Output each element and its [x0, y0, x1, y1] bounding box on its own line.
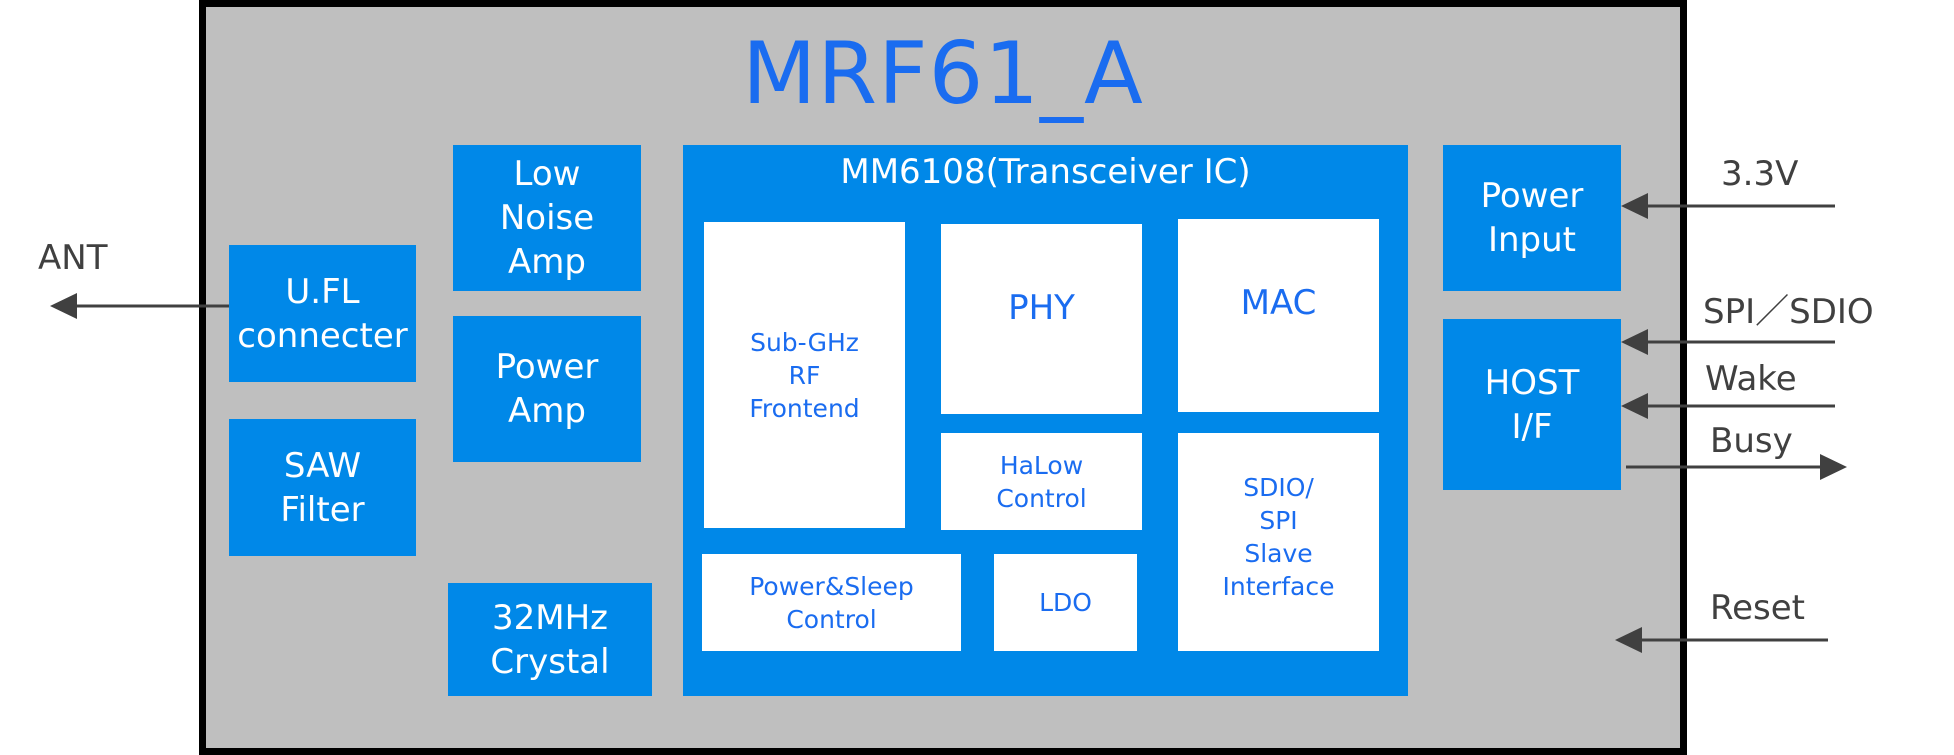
spi-sdio-arrow — [1621, 329, 1835, 355]
mac-block: MAC — [1178, 219, 1379, 412]
busy-label: Busy — [1710, 421, 1793, 461]
v33-arrow — [1621, 193, 1835, 219]
host-if-block: HOST I/F — [1443, 319, 1621, 490]
ant-label: ANT — [38, 238, 108, 278]
ldo-block: LDO — [994, 554, 1137, 651]
ant-arrow — [50, 293, 229, 319]
halow-control-block: HaLow Control — [941, 433, 1142, 530]
power-amp-block: Power Amp — [453, 316, 641, 462]
sdio-spi-slave-block: SDIO/ SPI Slave Interface — [1178, 433, 1379, 651]
low-noise-amp-block: Low Noise Amp — [453, 145, 641, 291]
busy-arrow — [1626, 454, 1847, 480]
crystal-block: 32MHz Crystal — [448, 583, 652, 696]
wake-label: Wake — [1705, 359, 1797, 399]
saw-filter-block: SAW Filter — [229, 419, 416, 556]
module-title: MRF61_A — [742, 24, 1144, 124]
rf-frontend-block: Sub-GHz RF Frontend — [704, 222, 905, 528]
transceiver-ic-title: MM6108(Transceiver IC) — [840, 152, 1251, 192]
power-sleep-control-block: Power&Sleep Control — [702, 554, 961, 651]
reset-label: Reset — [1710, 588, 1805, 628]
v33-label: 3.3V — [1721, 154, 1799, 194]
reset-arrow — [1615, 627, 1828, 653]
wake-arrow — [1621, 393, 1835, 419]
spi-sdio-label: SPI／SDIO — [1703, 292, 1874, 332]
ufl-connector-block: U.FL connecter — [229, 245, 416, 382]
phy-block: PHY — [941, 224, 1142, 414]
power-input-block: Power Input — [1443, 145, 1621, 291]
